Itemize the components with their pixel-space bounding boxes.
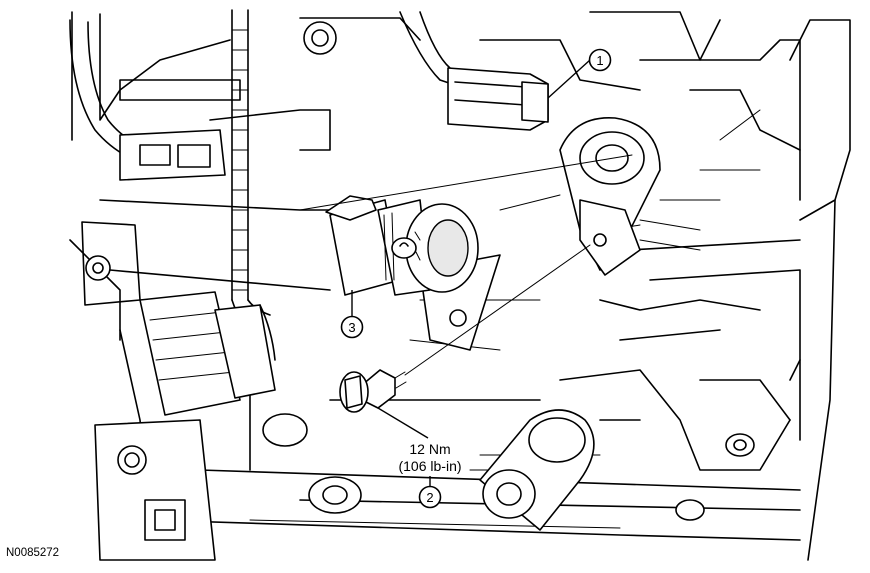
left-connector: [139, 291, 276, 416]
alignment-lines: [299, 154, 633, 376]
engine-bosses: [262, 21, 755, 521]
engine-block: [69, 11, 851, 561]
torque-imperial: (106 lb-in): [398, 458, 461, 474]
mounting-boss: [559, 117, 661, 276]
torque-metric: 12 Nm: [409, 441, 450, 457]
item-2-bolt: [339, 369, 407, 413]
callout-2-label: 2: [426, 490, 433, 505]
callout-3-label: 3: [348, 320, 355, 335]
callout-1: 1: [547, 48, 612, 99]
callout-2: 12 Nm (106 lb-in) 2: [377, 407, 462, 509]
callout-1-label: 1: [596, 53, 603, 68]
item-1-connector: [447, 67, 549, 131]
item-3-sensor: [325, 195, 501, 351]
callout-3: 3: [340, 290, 364, 339]
cylinder-boss: [479, 409, 595, 531]
figure-id: N0085272: [6, 547, 59, 559]
upper-connector: [119, 79, 241, 181]
left-bracket: [81, 221, 216, 561]
